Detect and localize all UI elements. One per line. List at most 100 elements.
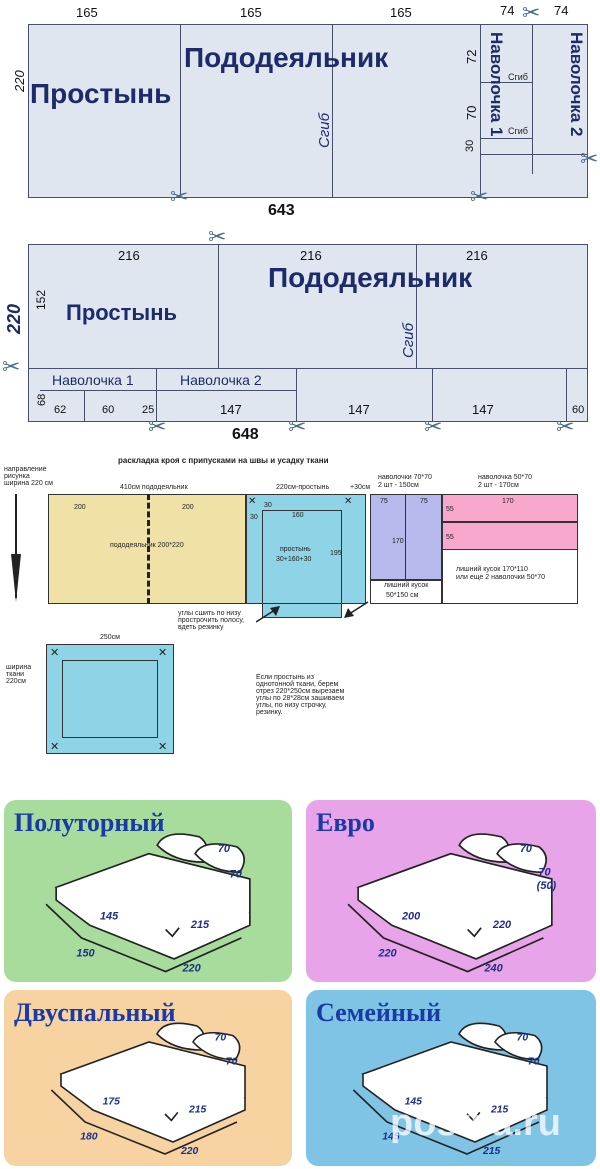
cut-line <box>28 368 588 369</box>
fabric-strip-2 <box>28 244 588 422</box>
scissors-icon: ✂ <box>556 414 575 439</box>
pillows-50-title: наволочка 50*70 <box>478 474 533 481</box>
bed-dim: 200 <box>401 910 420 922</box>
size-tile: Семейный 70 70 145 215 145 215 postila.r… <box>306 990 596 1166</box>
sheet-label: Простынь <box>66 300 178 325</box>
bottom-dim: 147 <box>220 402 242 417</box>
height-dim: 220 <box>4 303 24 334</box>
pillow-70-dim: 170 <box>392 538 404 545</box>
pillow-height-dim: 30 <box>464 139 476 152</box>
bottom-dim: 25 <box>142 404 155 416</box>
size-tile: Евро 70 70 (50) 200 220 220 240 <box>306 800 596 982</box>
pillow-height-dim: 72 <box>464 49 479 64</box>
cut-line <box>218 244 219 368</box>
bed-dim: 70 <box>230 868 242 880</box>
direction-note: направление рисунка ширина 220 см <box>4 466 53 487</box>
sheet-dim: 195 <box>330 550 342 557</box>
bottom-height-dim: 68 <box>36 393 48 406</box>
pillow-70-dim: 75 <box>420 498 428 505</box>
bottom-dim: 60 <box>102 404 115 416</box>
size-tile: Двуспальный 70 70 175 215 180 220 <box>4 990 292 1166</box>
cut-line <box>480 24 481 198</box>
cut-line <box>432 368 433 422</box>
tile-title: Полуторный <box>14 808 165 837</box>
bed-dim: 215 <box>190 919 210 931</box>
height-dim: 220 <box>12 70 27 92</box>
bed-dim: 180 <box>80 1132 98 1143</box>
bed-dim: 70 <box>226 1056 238 1067</box>
solid-sheet-frame <box>62 660 158 738</box>
pillow-50-strip <box>442 494 578 522</box>
pillow-50-strip <box>442 522 578 550</box>
fold-small-label: Сгиб <box>508 126 528 136</box>
bed-dim: 240 <box>483 963 502 975</box>
pillow-70-piece <box>370 494 442 580</box>
bed-dim: 145 <box>100 910 119 922</box>
duvet-fold-line <box>147 494 150 604</box>
pillows-70-title: наволочки 70*70 <box>378 474 432 481</box>
bottom-dim: 147 <box>472 402 494 417</box>
pillow-height-dim: 70 <box>464 105 479 120</box>
tile-title: Евро <box>316 808 375 837</box>
corner-cut-icon: ✕ <box>50 647 60 659</box>
extra-piece-2-sub: или еще 2 наволочки 50*70 <box>456 574 546 581</box>
bed-dim: 145 <box>382 1132 400 1143</box>
sheet-dim: 30 <box>250 514 258 521</box>
sheet-height-dim: 152 <box>34 289 48 310</box>
sheet-label: Простынь <box>30 78 172 109</box>
scissors-icon: ✂ <box>170 184 189 209</box>
extra-piece-size: 50*150 см <box>386 592 419 599</box>
bed-dim: 220 <box>377 947 396 959</box>
pillow-50-dim: 55 <box>446 534 454 541</box>
scissors-icon: ✂ <box>580 146 599 171</box>
bed-dim: 220 <box>180 1146 199 1157</box>
corner-cut-icon: ✕ <box>158 741 168 753</box>
duvet-dim: 200 <box>182 504 194 511</box>
pillow-1-label: Наволочка 1 <box>52 372 134 388</box>
tile-title: Двуспальный <box>14 998 176 1027</box>
scissors-icon: ✂ <box>208 224 227 249</box>
bed-dim: 70 <box>528 1056 540 1067</box>
pillow-70-dim: 75 <box>380 498 388 505</box>
scissors-icon: ✂ <box>522 0 541 25</box>
duvet-label: Пододеяльник <box>184 42 389 73</box>
bed-dim: (50) <box>537 880 557 892</box>
bed-dim: 70 <box>538 867 550 879</box>
sheet-width-label: 220см-простынь <box>276 484 330 491</box>
pillow-50-dim: 55 <box>446 506 454 513</box>
cut-line <box>156 368 157 422</box>
scissors-icon: ✂ <box>148 414 167 439</box>
cut-line <box>84 390 85 422</box>
scissors-icon: ✂ <box>470 184 489 209</box>
cut-line <box>296 368 297 422</box>
pillow-2-label: Наволочка 2 <box>567 32 586 137</box>
direction-arrow <box>11 494 21 602</box>
arrow-icon <box>256 606 280 623</box>
solid-sheet-note: Если простынь из однотонной ткани, берем… <box>256 674 345 716</box>
scissors-icon: ✂ <box>424 414 443 439</box>
fabric-strip-1 <box>28 24 588 198</box>
sheet-inner-frame <box>262 510 342 604</box>
bottom-dim: 60 <box>572 404 585 416</box>
bed-dim: 220 <box>492 919 511 931</box>
pillow-split <box>480 138 532 139</box>
watermark: postila.ru <box>390 1102 562 1144</box>
extra-piece <box>370 580 442 604</box>
sheet-dim: 160 <box>292 512 304 519</box>
size-tile: Полуторный 70 70 145 215 150 220 <box>4 800 292 982</box>
bed-dim: 145 <box>405 1096 423 1107</box>
width-dim: 165 <box>240 5 262 20</box>
width-dim: 216 <box>118 248 140 263</box>
pillow-split <box>40 390 296 391</box>
width-dim: 216 <box>466 248 488 263</box>
corner-cut-icon: ✕ <box>50 741 60 753</box>
duvet-label: пододеяльник 200*220 <box>110 542 184 549</box>
pillow-70-split <box>405 494 406 580</box>
bed-dim: 215 <box>482 1146 501 1157</box>
extra-piece-label: лишний кусок <box>384 582 429 589</box>
fold-label: Сгиб <box>400 322 417 358</box>
pillow-split <box>480 154 588 155</box>
width-250-label: 250см <box>100 634 120 641</box>
duvet-label: Пододеяльник <box>268 262 473 293</box>
total-length: 643 <box>268 202 295 219</box>
